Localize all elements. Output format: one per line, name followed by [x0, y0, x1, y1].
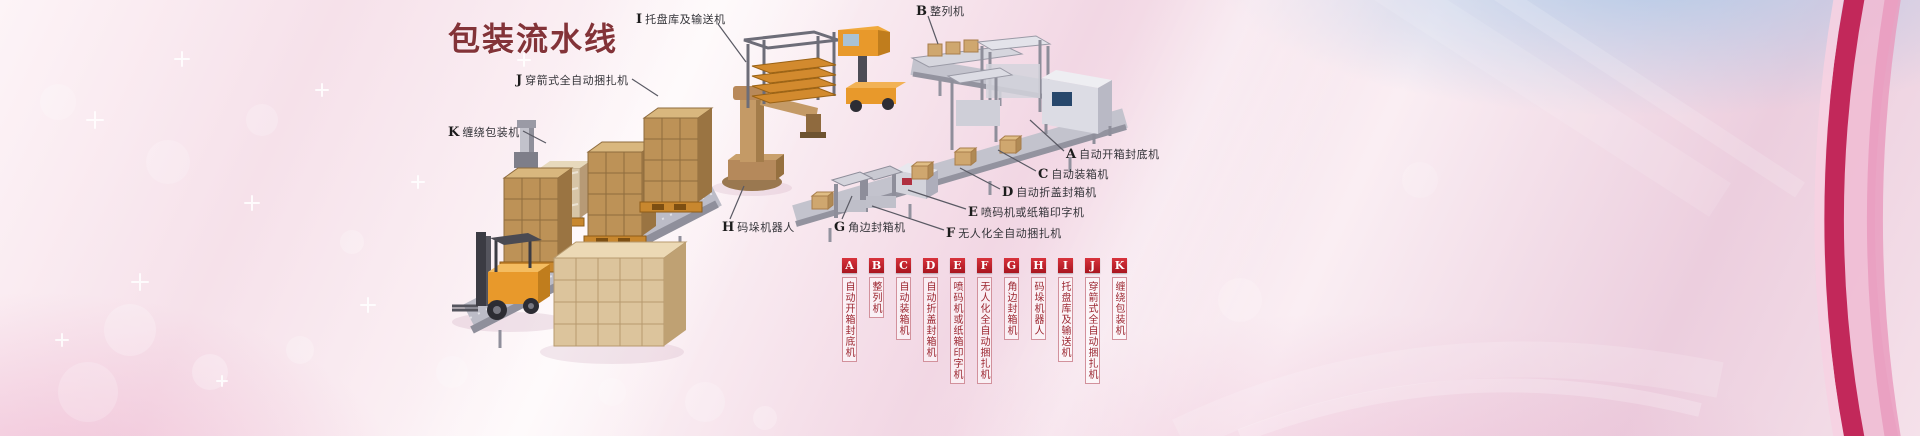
machine-i-pallet-magazine — [743, 30, 839, 108]
callout-letter: F — [946, 226, 956, 241]
light-streaks — [1374, 0, 1805, 217]
legend-label: 自动折盖封箱机 — [923, 277, 938, 362]
forklift — [452, 232, 550, 320]
legend-letter-badge: C — [896, 258, 911, 273]
legend-letter-badge: G — [1004, 258, 1019, 273]
legend-item-E: E 喷码机或纸箱印字机 — [950, 258, 965, 384]
legend-label: 喷码机或纸箱印字机 — [950, 277, 965, 384]
callout-letter: H — [722, 220, 735, 235]
legend-label: 缠绕包装机 — [1112, 277, 1127, 340]
pallet-stack — [639, 107, 714, 213]
legend-letter-badge: E — [950, 258, 965, 273]
callout-letter: B — [916, 4, 927, 19]
callout-text: 自动装箱机 — [1051, 168, 1109, 181]
right-edge-ribbon — [1814, 0, 1901, 436]
legend-item-K: K 缠绕包装机 — [1112, 258, 1127, 340]
callout-letter: K — [448, 125, 460, 140]
callout-letter: C — [1038, 167, 1049, 182]
callout-text: 无人化全自动捆扎机 — [958, 227, 1062, 240]
callout-text: 自动折盖封箱机 — [1016, 186, 1097, 199]
stacker-crane — [838, 26, 906, 112]
legend-label: 自动装箱机 — [896, 277, 911, 340]
legend-letter-badge: J — [1085, 258, 1100, 273]
callout-text: 缠绕包装机 — [462, 126, 520, 139]
callout-letter: I — [636, 12, 643, 27]
machine-a-case-erector — [1042, 70, 1112, 144]
legend-label: 码垛机器人 — [1031, 277, 1046, 340]
callout-text: 自动开箱封底机 — [1079, 148, 1160, 161]
machine-d-sealer — [946, 67, 1014, 150]
legend-item-F: F 无人化全自动捆扎机 — [977, 258, 992, 384]
callout-text: 穿箭式全自动捆扎机 — [525, 74, 629, 87]
boxes-on-conveyor — [810, 134, 1023, 211]
machine-g-corner-sealer — [830, 171, 874, 218]
callout-text: 喷码机或纸箱印字机 — [980, 206, 1085, 219]
legend-letter-badge: I — [1058, 258, 1073, 273]
legend-item-G: G 角边封箱机 — [1004, 258, 1019, 340]
machine-b-arranging — [910, 39, 1024, 68]
legend-label: 角边封箱机 — [1004, 277, 1019, 340]
callout-letter: G — [834, 220, 846, 235]
legend-item-I: I 托盘库及输送机 — [1058, 258, 1073, 362]
callout-text: 码垛机器人 — [737, 221, 795, 234]
legend-item-H: H 码垛机器人 — [1031, 258, 1046, 340]
legend-letter-badge: A — [842, 258, 857, 273]
sparkle-stars — [55, 51, 531, 387]
callout-text: 角边封箱机 — [848, 221, 906, 234]
swirl-decoration — [1172, 341, 1724, 436]
legend-item-J: J 穿箭式全自动捆扎机 — [1085, 258, 1100, 384]
legend-label: 托盘库及输送机 — [1058, 277, 1073, 362]
pallet-stack — [499, 167, 574, 273]
callout-letter: J — [516, 73, 523, 88]
legend-letter-badge: F — [977, 258, 992, 273]
legend-item-D: D 自动折盖封箱机 — [923, 258, 938, 362]
legend-item-C: C 自动装箱机 — [896, 258, 911, 340]
callout-text: 整列机 — [930, 5, 965, 18]
legend: A 自动开箱封底机 B 整列机 C 自动装箱机 D 自动折盖封箱机 E 喷码机或纸箱印字机 F 无人化… — [842, 258, 1127, 384]
callout-leader-lines — [522, 15, 1065, 231]
legend-item-A: A 自动开箱封底机 — [842, 258, 857, 362]
callout-letter: A — [1066, 147, 1077, 162]
bokeh-dots — [40, 84, 1438, 430]
finished-box-stack — [552, 241, 688, 347]
legend-letter-badge: K — [1112, 258, 1127, 273]
legend-letter-badge: D — [923, 258, 938, 273]
callout-text: 托盘库及输送机 — [645, 13, 726, 26]
legend-letter-badge: H — [1031, 258, 1046, 273]
legend-label: 无人化全自动捆扎机 — [977, 277, 992, 384]
legend-label: 整列机 — [869, 277, 884, 318]
page-title: 包装流水线 — [448, 20, 619, 58]
legend-label: 穿箭式全自动捆扎机 — [1085, 277, 1100, 384]
legend-label: 自动开箱封底机 — [842, 277, 857, 362]
legend-item-B: B 整列机 — [869, 258, 884, 318]
callout-letter: E — [968, 205, 978, 220]
legend-letter-badge: B — [869, 258, 884, 273]
callout-letter: D — [1002, 185, 1014, 200]
